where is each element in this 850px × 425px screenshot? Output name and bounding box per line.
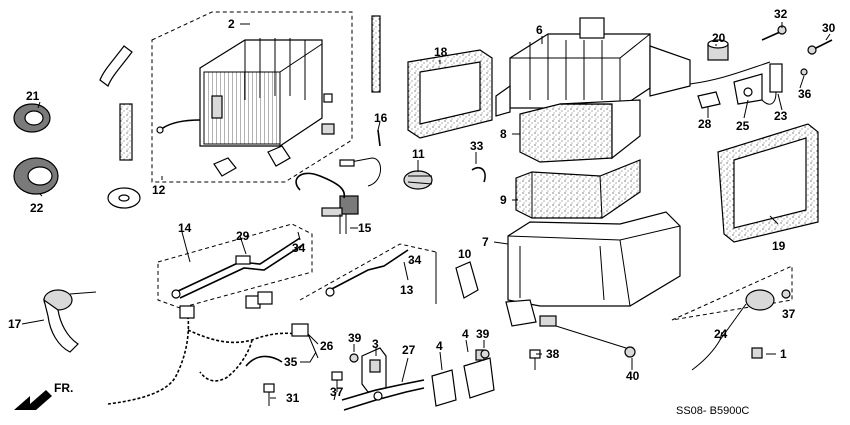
callout-24: 24 (714, 327, 728, 341)
callout-34b: 34 (408, 253, 422, 267)
sensor-24 (671, 265, 793, 371)
callout-35: 35 (284, 355, 298, 369)
evaporator-group (151, 11, 353, 183)
upper-case-6 (495, 17, 691, 117)
callout-4b: 4 (462, 327, 469, 341)
callout-38: 38 (546, 347, 560, 361)
callout-21: 21 (26, 89, 40, 103)
screw-32 (761, 25, 787, 41)
pipe-group-14 (157, 223, 313, 309)
callout-17: 17 (8, 317, 22, 331)
callout-23: 23 (774, 109, 788, 123)
expansion-valve-15 (295, 172, 359, 234)
callout-10: 10 (458, 247, 472, 261)
bolt-37b (781, 289, 791, 299)
nut-39a (349, 353, 359, 363)
front-arrow-label: FR. (54, 381, 73, 395)
callout-26: 26 (320, 339, 334, 353)
callout-2: 2 (228, 17, 235, 31)
callout-29: 29 (236, 229, 250, 243)
callout-19: 19 (772, 239, 786, 253)
callout-7: 7 (482, 235, 489, 249)
evaporator-core (199, 38, 323, 147)
callout-40: 40 (626, 369, 640, 383)
callout-25: 25 (736, 119, 750, 133)
callout-34a: 34 (292, 241, 306, 255)
nut-1 (751, 347, 763, 359)
nut-40 (555, 325, 636, 358)
callout-33: 33 (470, 139, 484, 153)
seal-strip-left (119, 103, 133, 161)
sensor-23 (761, 63, 808, 105)
holder-clip (267, 145, 291, 167)
callout-39b: 39 (476, 327, 490, 341)
grommet-22 (13, 157, 59, 195)
callout-36: 37 (330, 385, 344, 399)
diagram-code: SS08- B5900C (676, 405, 749, 417)
pipe-13 (299, 243, 437, 304)
callout-3: 3 (372, 337, 379, 351)
callout-20: 20 (712, 31, 726, 45)
callout-14: 14 (178, 221, 192, 235)
evaporator-pipe (159, 119, 201, 131)
callout-37a: 36 (798, 87, 812, 101)
lower-case-7 (505, 211, 681, 327)
callout-39a: 39 (348, 331, 362, 345)
actuator-4 (431, 349, 495, 407)
grommet-21 (13, 103, 51, 133)
callout-32: 32 (774, 7, 788, 21)
callout-30: 30 (822, 21, 836, 35)
clip-33 (471, 166, 486, 183)
callout-16: 16 (374, 111, 388, 125)
callout-labels: 2 6 8 9 7 12 18 19 21 22 20 32 30 25 28 … (8, 7, 836, 417)
bolt-31 (263, 383, 275, 406)
nut-39b (480, 349, 490, 359)
part-16 (377, 129, 381, 147)
motor-20 (707, 39, 729, 61)
harness-26 (107, 291, 309, 405)
callout-13: 13 (400, 283, 414, 297)
callout-12: 12 (152, 183, 166, 197)
seal-strip-top (371, 15, 381, 93)
thermistor-lead (339, 157, 381, 187)
callout-18: 18 (434, 45, 448, 59)
seal-18 (407, 49, 493, 139)
callout-37b: 37 (782, 307, 796, 321)
callout-8: 8 (500, 127, 507, 141)
link-27 (341, 379, 425, 411)
holder-clip-2 (213, 157, 237, 177)
callout-27: 27 (402, 343, 416, 357)
callout-31: 31 (286, 391, 300, 405)
bolt-30 (807, 39, 833, 55)
callout-6: 6 (536, 23, 543, 37)
callout-22: 22 (30, 201, 44, 215)
seal-19 (717, 123, 819, 243)
screw-36 (331, 371, 343, 392)
bolt-38 (529, 349, 541, 370)
clip-10 (455, 261, 479, 299)
part-11 (403, 170, 433, 190)
filter-case-8 (519, 99, 641, 163)
front-arrow (14, 390, 52, 410)
connector-28 (697, 91, 721, 109)
callout-4a: 4 (436, 339, 443, 353)
thermostat-17 (43, 289, 97, 353)
filter-case-9 (515, 159, 641, 219)
drain-hose-upper (99, 45, 133, 87)
callout-15: 15 (358, 221, 372, 235)
actuator-3 (361, 347, 387, 393)
callout-1: 1 (780, 347, 787, 361)
sensor-25 (689, 61, 771, 105)
callout-9: 9 (500, 193, 507, 207)
grommet-block (321, 123, 335, 135)
leader-lines (21, 22, 831, 401)
callout-28: 28 (698, 117, 712, 131)
callout-11: 11 (412, 147, 425, 161)
